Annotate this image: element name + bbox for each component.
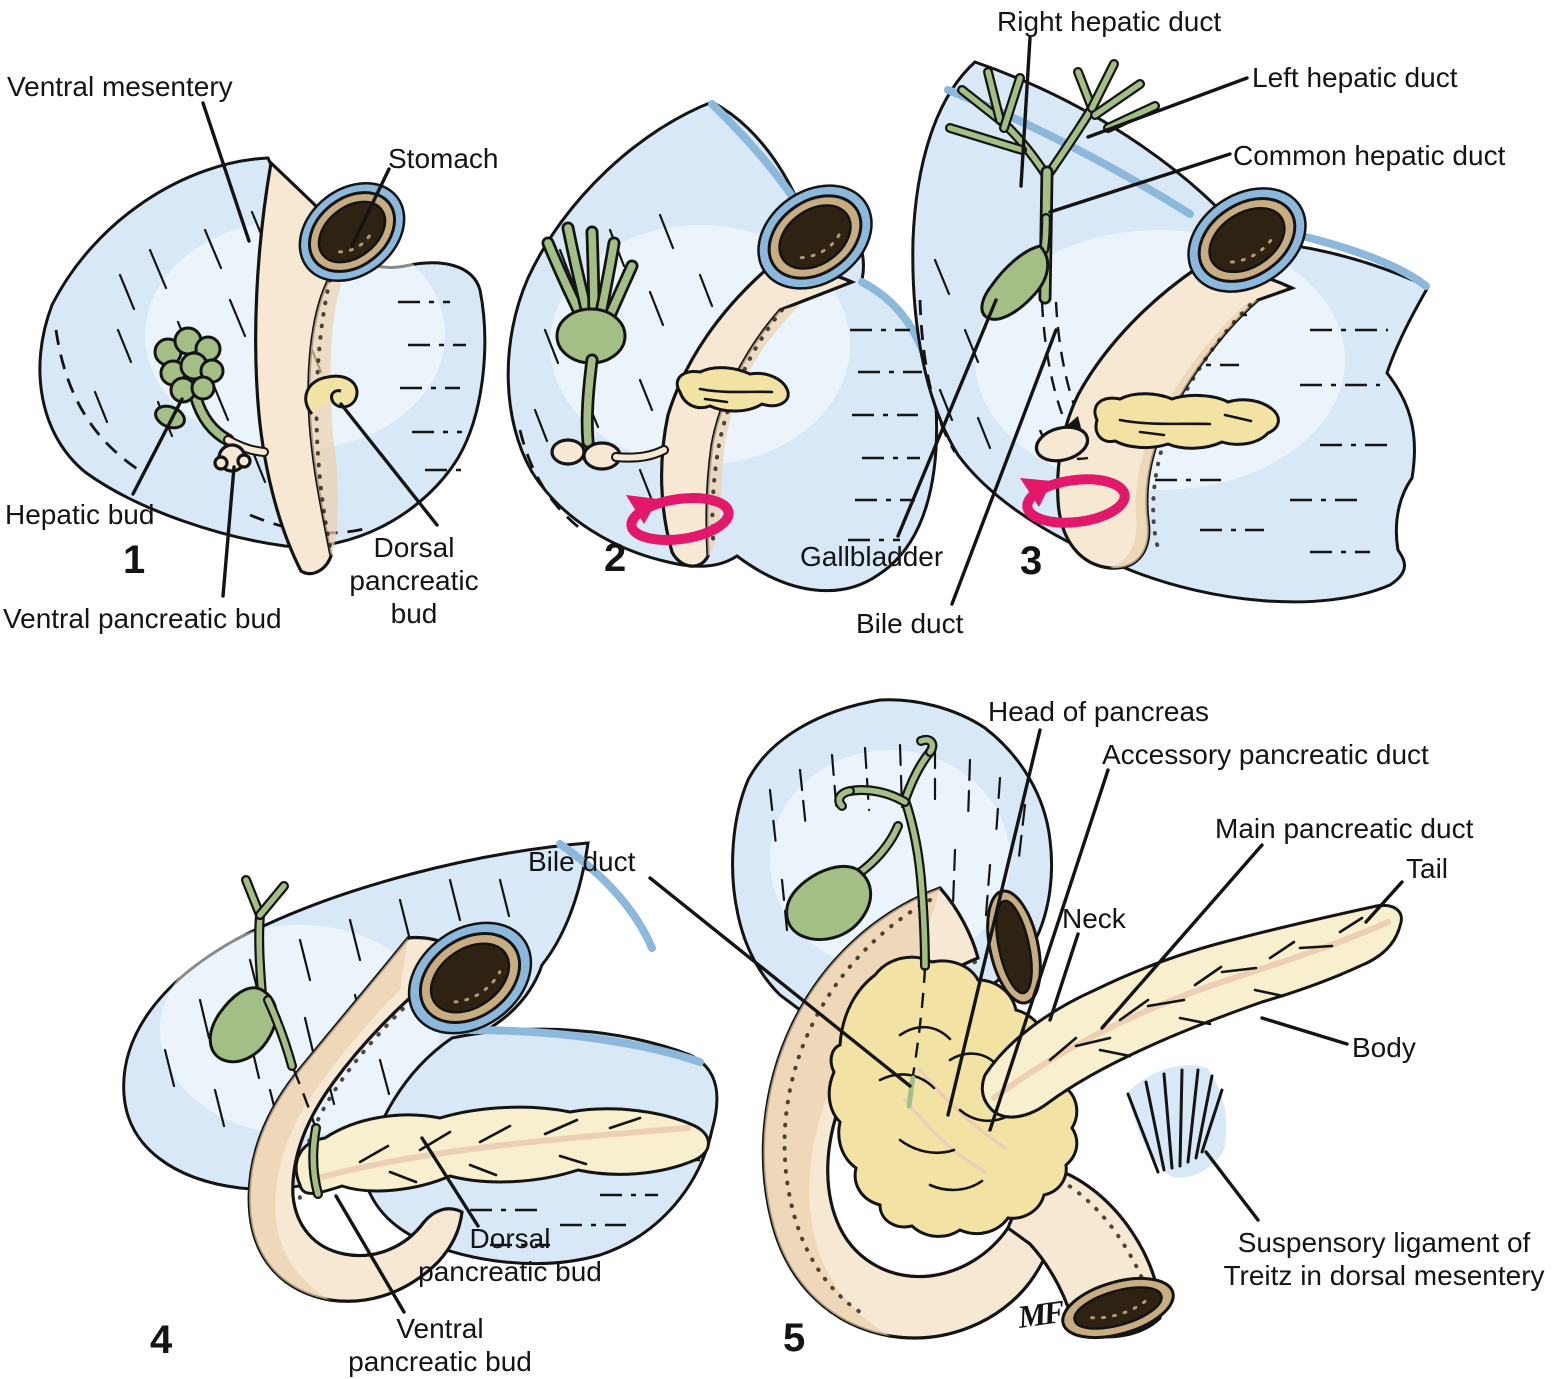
leader-dorsal-pancreatic-bud-1 — [339, 402, 439, 527]
label-dorsal-pancreatic-bud-1: Dorsal pancreatic bud — [328, 531, 500, 630]
label-suspensory-ligament-line1: Suspensory ligament of — [1237, 1227, 1531, 1258]
leader-ventral-mesentery — [201, 101, 251, 243]
rotation-arrow-3 — [1020, 474, 1130, 528]
leader-head-of-pancreas — [946, 728, 1042, 1117]
label-ventral-pancreatic-bud-4: Ventral pancreatic bud — [335, 1312, 545, 1378]
panel-2-number: 2 — [604, 536, 627, 580]
bile-duct-art-5 — [785, 734, 938, 1109]
label-bile-duct-3: Bile duct — [856, 608, 964, 639]
label-dorsal-pancreatic-bud-4-line1: Dorsal — [469, 1223, 551, 1254]
stomach-opening-5 — [986, 889, 1042, 1005]
panel-3-art — [896, 36, 1431, 606]
leader-dorsal-pancreatic-bud-4 — [420, 1136, 480, 1228]
duodenum-cut-opening — [1061, 1276, 1175, 1340]
panel-3-number: 3 — [1020, 539, 1043, 583]
leader-ventral-pancreatic-bud-4 — [334, 1194, 406, 1314]
leader-bile-duct-3 — [950, 328, 1058, 606]
label-neck: Neck — [1062, 903, 1126, 934]
panel-1-art — [38, 101, 487, 598]
label-tail: Tail — [1406, 853, 1449, 884]
dorsal-pancreas-art-2 — [675, 366, 790, 413]
leader-bile-duct-5 — [648, 876, 912, 1088]
label-common-hepatic-duct: Common hepatic duct — [1233, 140, 1506, 171]
label-dorsal-pancreatic-bud-1-line1: Dorsal — [373, 532, 455, 563]
artist-signature: MF — [1015, 1293, 1065, 1335]
ventral-bud-art — [213, 443, 252, 473]
pancreas-art-4 — [294, 1105, 710, 1199]
leader-suspensory-ligament — [1204, 1150, 1260, 1222]
liver-art — [541, 221, 669, 471]
leader-stomach — [350, 167, 391, 248]
hepatic-bud-art — [153, 326, 269, 457]
leader-ventral-pancreatic-bud-1 — [221, 465, 236, 598]
stomach-opening-2 — [757, 184, 873, 290]
panel-1-number: 1 — [123, 538, 146, 582]
pancreas-body-tail-art — [980, 904, 1403, 1119]
leader-accessory-pancreatic-duct — [988, 768, 1110, 1132]
label-main-pancreatic-duct: Main pancreatic duct — [1215, 813, 1474, 844]
label-ventral-pancreatic-bud-4-line1: Ventral — [396, 1313, 484, 1344]
label-suspensory-ligament: Suspensory ligament of Treitz in dorsal … — [1210, 1226, 1558, 1292]
leader-body — [1260, 1016, 1349, 1046]
label-bile-duct-5: Bile duct — [528, 846, 636, 877]
pancreas-art-3 — [1093, 392, 1280, 450]
label-left-hepatic-duct: Left hepatic duct — [1252, 62, 1458, 93]
label-gallbladder: Gallbladder — [800, 541, 944, 572]
label-ventral-pancreatic-bud-4-line2: pancreatic bud — [348, 1346, 532, 1378]
label-ventral-mesentery: Ventral mesentery — [7, 71, 233, 102]
label-hepatic-bud: Hepatic bud — [5, 499, 155, 530]
rotation-arrow-2 — [626, 493, 734, 545]
suspensory-ligament-art — [1126, 1065, 1227, 1178]
label-dorsal-pancreatic-bud-4: Dorsal pancreatic bud — [405, 1222, 615, 1288]
label-ventral-pancreatic-bud-1: Ventral pancreatic bud — [3, 603, 282, 634]
leader-common-hepatic-duct — [1048, 152, 1232, 214]
stomach-opening-3 — [1187, 187, 1307, 293]
panel-5-art — [648, 698, 1404, 1340]
leader-tail — [1364, 880, 1404, 924]
label-accessory-pancreatic-duct: Accessory pancreatic duct — [1102, 739, 1429, 770]
dorsal-bud-art — [304, 374, 359, 415]
stomach-opening-4 — [407, 921, 533, 1035]
gallbladder-art-4 — [208, 875, 317, 1127]
panel-4-number: 4 — [150, 1318, 173, 1362]
label-suspensory-ligament-line2: Treitz in dorsal mesentery — [1223, 1260, 1545, 1292]
label-stomach: Stomach — [388, 143, 499, 174]
label-body: Body — [1352, 1032, 1416, 1063]
label-head-of-pancreas: Head of pancreas — [988, 696, 1210, 727]
panel-2-art — [506, 100, 939, 593]
leader-gallbladder — [896, 298, 998, 538]
panel-5-number: 5 — [783, 1316, 806, 1360]
label-dorsal-pancreatic-bud-4-line2: pancreatic bud — [418, 1256, 602, 1288]
label-dorsal-pancreatic-bud-1-line2: pancreatic bud — [349, 565, 479, 630]
leader-neck — [1048, 932, 1080, 1022]
biliary-tree-art — [945, 59, 1160, 321]
leader-hepatic-bud — [131, 397, 184, 496]
panel-4-art — [122, 840, 719, 1314]
stomach-opening-1 — [298, 181, 406, 283]
leader-main-pancreatic-duct — [1100, 843, 1264, 1030]
label-right-hepatic-duct: Right hepatic duct — [997, 6, 1222, 37]
leader-left-hepatic-duct — [1086, 76, 1249, 139]
leader-right-hepatic-duct — [1019, 36, 1032, 188]
